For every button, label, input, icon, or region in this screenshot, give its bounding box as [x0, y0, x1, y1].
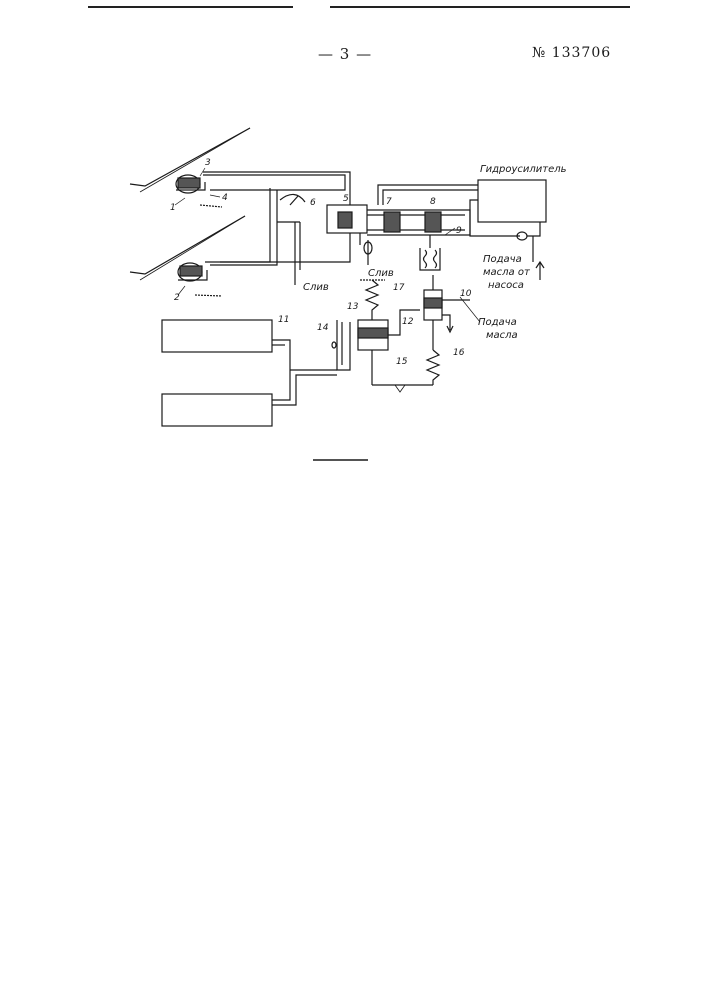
cylinder-11-upper	[162, 320, 272, 352]
actuator-2	[178, 263, 222, 296]
ref-4: 4	[222, 193, 228, 203]
ref-8: 8	[430, 197, 436, 207]
spring-17	[366, 280, 378, 320]
ref-16: 16	[453, 348, 465, 358]
label-oil-supply-1: Подача	[478, 317, 517, 328]
ref-9: 9	[456, 226, 462, 236]
label-oil-supply-pump-3: насоса	[488, 280, 524, 291]
label-hydro-booster: Гидроусилитель	[480, 164, 567, 175]
ref-7: 7	[386, 197, 392, 207]
ref-2: 2	[174, 293, 180, 303]
label-oil-supply-pump-2: масла от	[483, 267, 531, 278]
valve-14	[332, 342, 336, 348]
valve-7	[384, 212, 400, 232]
ref-6: 6	[310, 198, 316, 208]
ref-3: 3	[205, 158, 211, 168]
pipe-upper	[203, 175, 345, 190]
label-drain-1: Слив	[303, 282, 329, 293]
ref-14: 14	[317, 323, 329, 333]
actuator-1	[176, 175, 222, 207]
ref-15: 15	[396, 357, 408, 367]
gauge-6	[280, 194, 305, 202]
label-oil-supply-pump-1: Подача	[483, 254, 522, 265]
hydro-booster-box	[478, 180, 546, 222]
ref-5: 5	[343, 194, 349, 204]
valve-8	[425, 212, 441, 232]
ref-12: 12	[402, 317, 414, 327]
ref-13: 13	[347, 302, 359, 312]
ref-10: 10	[460, 289, 472, 299]
ref-1: 1	[170, 203, 176, 213]
upper-wing-surface	[130, 128, 250, 186]
ref-11: 11	[278, 315, 289, 325]
label-drain-2: Слив	[368, 268, 394, 279]
cylinder-11-lower	[162, 394, 272, 426]
spring-unit-9	[420, 235, 440, 270]
spring-16	[427, 350, 439, 385]
label-oil-supply-2: масла	[486, 330, 518, 341]
ref-17: 17	[393, 283, 405, 293]
